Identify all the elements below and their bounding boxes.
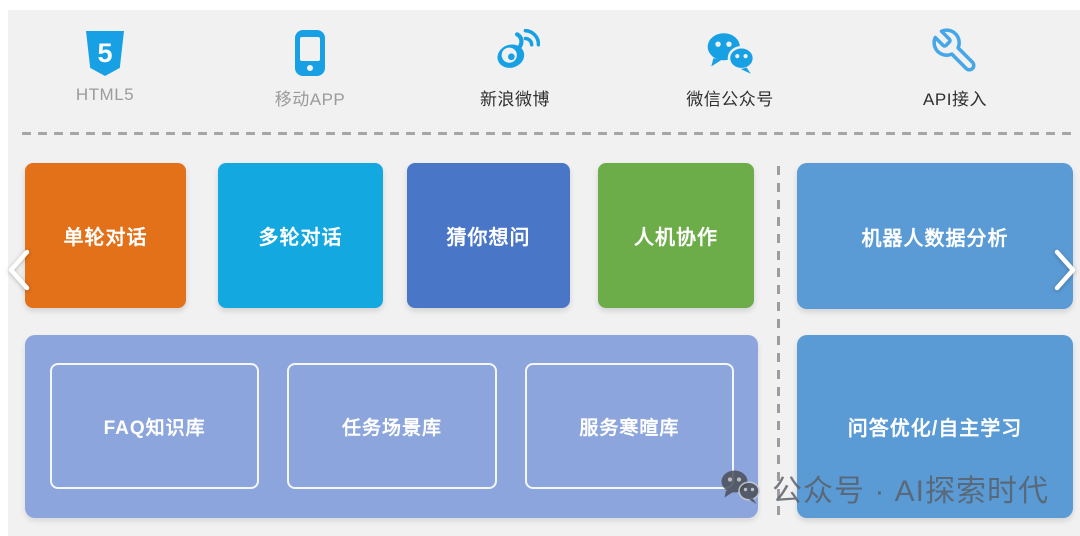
channel-api: API接入 [870,22,1040,110]
knowledge-box-task-scene: 任务场景库 [287,363,497,489]
weibo-icon [497,28,540,68]
knowledge-box-faq: FAQ知识库 [50,363,260,489]
chevron-right-icon[interactable] [1052,247,1078,293]
channel-label: HTML5 [75,85,135,104]
channel-html5: 5 HTML5 [20,22,190,105]
wrench-icon [932,28,976,72]
feature-tile-multi-turn: 多轮对话 [218,163,383,308]
html5-icon: 5 [86,31,124,76]
horizontal-dashed-divider [22,132,1078,135]
optimization-tile: 问答优化/自主学习 [797,335,1073,518]
feature-tile-guess-question: 猜你想问 [407,163,570,308]
vertical-dashed-divider [777,166,780,518]
channel-label: API接入 [923,90,987,109]
channel-label: 新浪微博 [480,90,550,109]
channel-wechat: 微信公众号 [645,22,815,110]
channel-mobile-app: 移动APP [225,22,395,110]
knowledge-panel: FAQ知识库 任务场景库 服务寒暄库 [25,335,758,518]
channel-label: 微信公众号 [686,90,774,109]
channel-weibo: 新浪微博 [430,22,600,110]
feature-tile-single-turn: 单轮对话 [25,163,186,308]
mobile-app-icon [295,30,325,76]
channel-label: 移动APP [274,90,346,109]
chevron-left-icon[interactable] [6,247,32,293]
knowledge-box-greeting: 服务寒暄库 [524,363,734,489]
analysis-tile: 机器人数据分析 [797,163,1073,309]
wechat-icon [707,33,756,74]
feature-tile-human-machine: 人机协作 [598,163,754,308]
